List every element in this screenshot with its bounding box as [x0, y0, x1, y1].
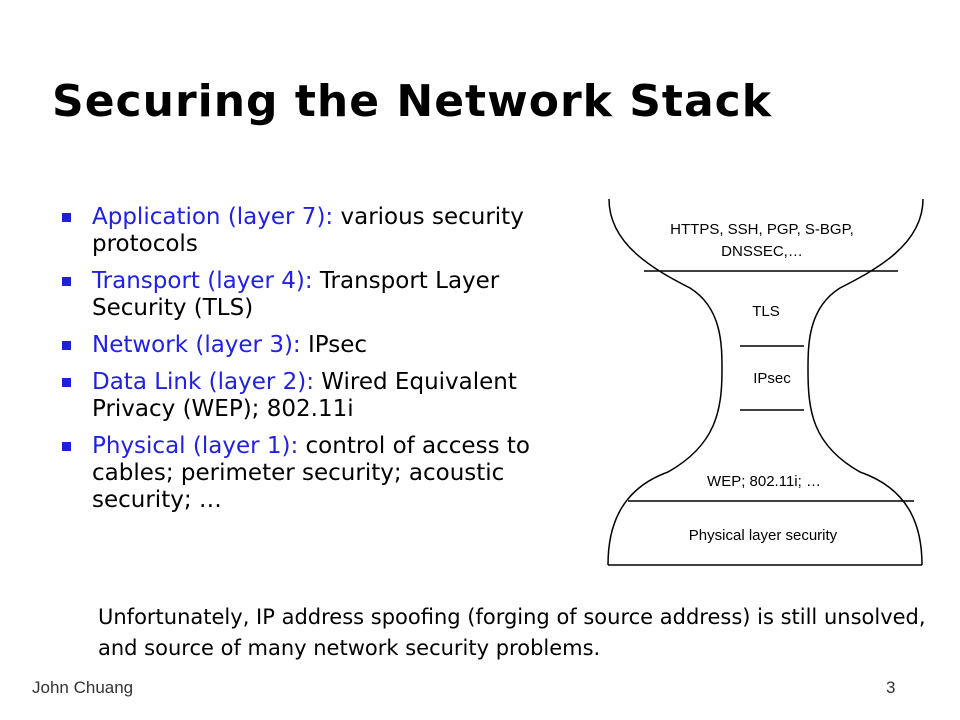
- bullet-lead: Network (layer 3):: [92, 332, 301, 358]
- layer-network-label: IPsec: [753, 370, 791, 387]
- hourglass-right-outline: [807, 198, 924, 566]
- hourglass-left-outline: [607, 198, 723, 566]
- page-number: 3: [886, 678, 896, 697]
- bullet-application: Application (layer 7): various security …: [62, 204, 592, 258]
- bullet-text: Transport Layer Security (TLS): [92, 268, 500, 321]
- bullet-square-icon: [62, 277, 71, 286]
- bullet-physical: Physical (layer 1): control of access to…: [62, 433, 592, 514]
- footer-author: John Chuang: [32, 678, 134, 697]
- layer-datalink-label: WEP; 802.11i; …: [707, 473, 821, 490]
- bullet-datalink: Data Link (layer 2): Wired Equivalent Pr…: [62, 369, 592, 423]
- bullet-text: Wired Equivalent Privacy (WEP); 802.11i: [92, 369, 517, 422]
- slide-title: Securing the Network Stack: [52, 76, 772, 127]
- bullet-square-icon: [62, 378, 71, 387]
- bullet-lead: Transport (layer 4):: [92, 268, 313, 294]
- footnote-text: Unfortunately, IP address spoofing (forg…: [98, 605, 926, 660]
- bullet-network: Network (layer 3): IPsec: [62, 332, 592, 359]
- bullet-transport: Transport (layer 4): Transport Layer Sec…: [62, 268, 592, 322]
- layer-application-line2: DNSSEC,…: [721, 243, 803, 260]
- layer-transport-label: TLS: [752, 303, 780, 320]
- bullet-lead: Data Link (layer 2):: [92, 369, 314, 395]
- bullet-text: IPsec: [300, 332, 368, 358]
- layer-physical-label: Physical layer security: [689, 527, 838, 544]
- bullet-list: Application (layer 7): various security …: [62, 204, 592, 524]
- bullet-text: control of access to cables; perimeter s…: [92, 433, 530, 513]
- bullet-square-icon: [62, 213, 71, 222]
- layer-application-line1: HTTPS, SSH, PGP, S-BGP,: [670, 221, 854, 238]
- bullet-square-icon: [62, 341, 71, 350]
- bullet-text: various security protocols: [92, 204, 524, 257]
- bullet-lead: Physical (layer 1):: [92, 433, 299, 459]
- bullet-lead: Application (layer 7):: [92, 204, 334, 230]
- bullet-square-icon: [62, 442, 71, 451]
